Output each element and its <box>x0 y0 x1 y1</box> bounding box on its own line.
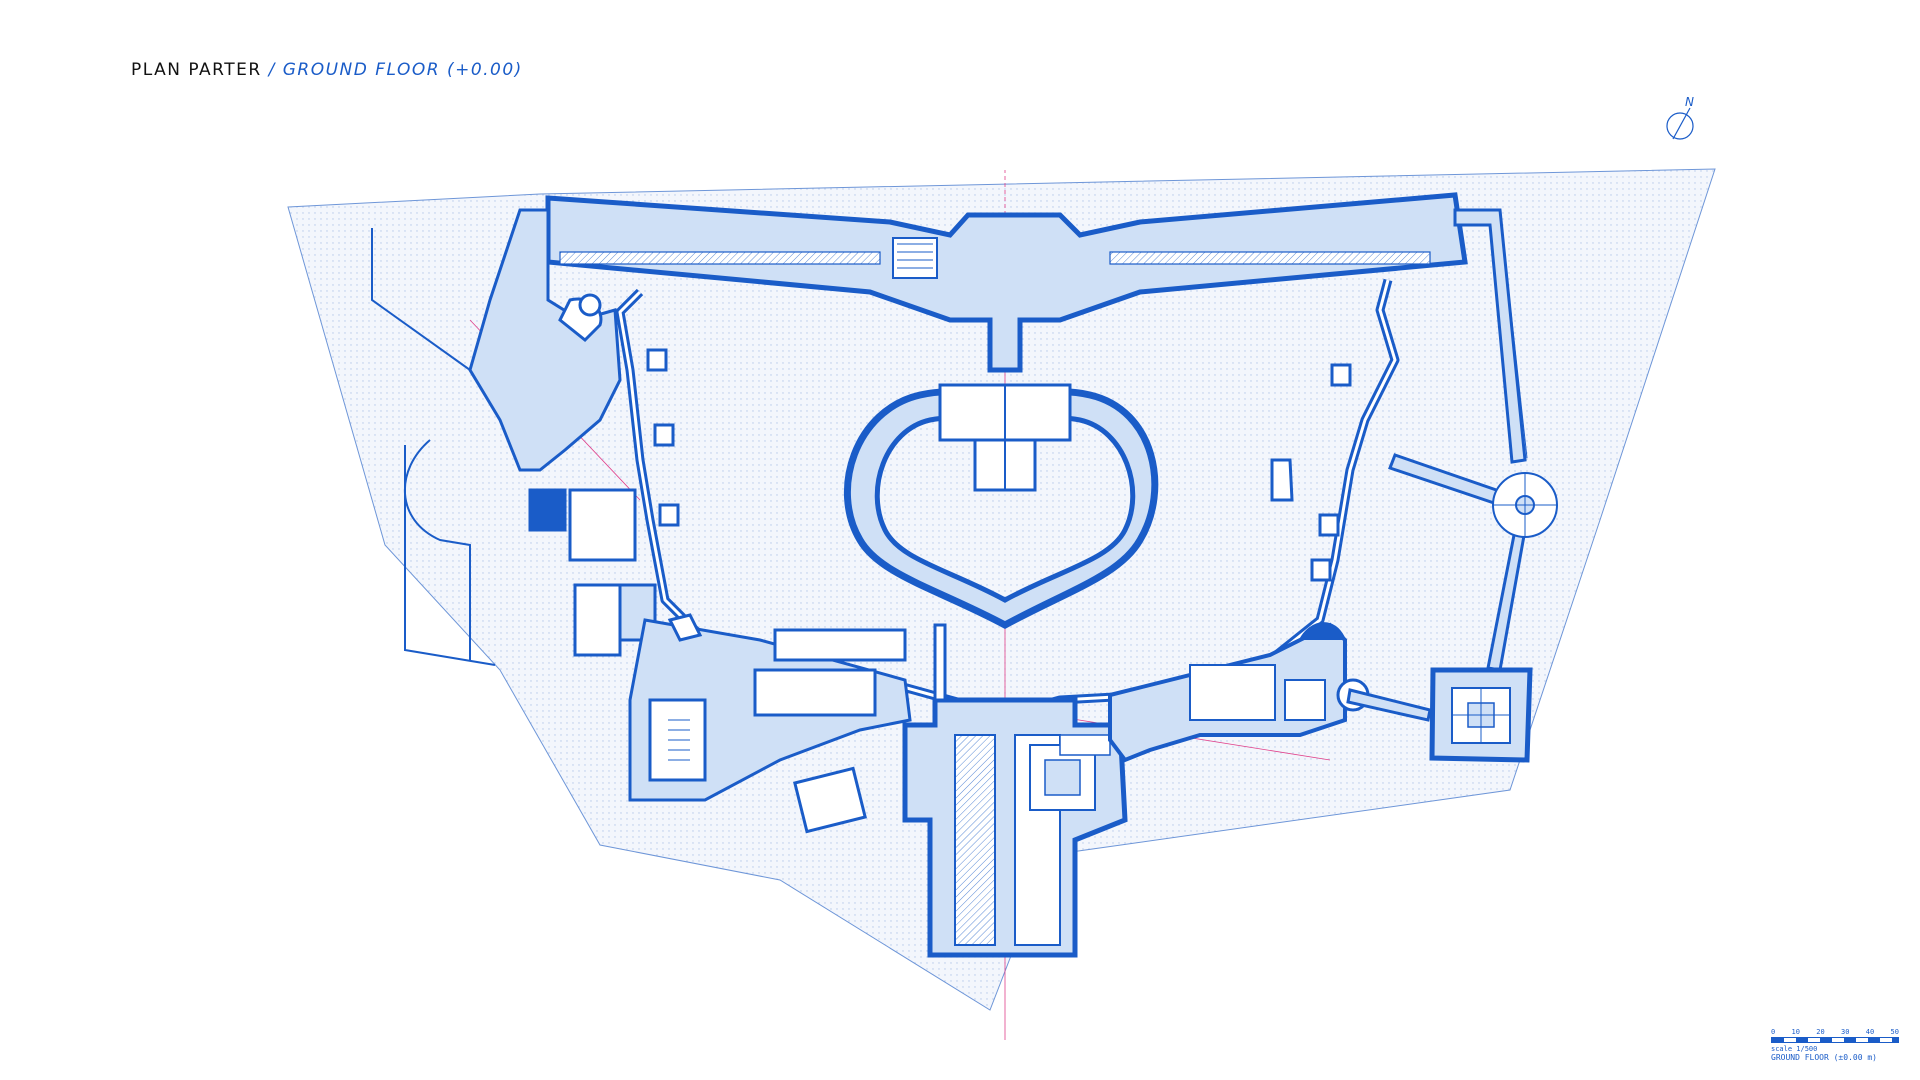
bridges <box>667 453 1507 722</box>
scale-tick: 10 <box>1791 1028 1800 1036</box>
scale-ticks: 0 10 20 30 40 50 <box>1771 1028 1899 1036</box>
scale-tick: 40 <box>1865 1028 1875 1036</box>
north-wing <box>545 192 1468 373</box>
round-tower <box>1492 472 1558 538</box>
north-wing-east-hall <box>1109 251 1431 265</box>
title-separator: / <box>268 60 276 80</box>
scale-tick: 20 <box>1816 1028 1825 1036</box>
title-subtitle: GROUND FLOOR (+0.00) <box>282 60 523 80</box>
square-pavilion <box>1429 667 1533 763</box>
west-pavilion <box>558 293 603 343</box>
drawing-title: PLAN PARTER / GROUND FLOOR (+0.00) <box>131 60 523 80</box>
heart-courtyard <box>843 383 1159 629</box>
south-wing <box>902 697 1128 958</box>
scale-caption: GROUND FLOOR (±0.00 m) <box>1771 1053 1877 1062</box>
scale-bar: 0 10 20 30 40 50 scale 1/500 GROUND FLOO… <box>1771 1028 1899 1062</box>
scale-bar-graphic <box>1771 1037 1899 1043</box>
scale-tick: 30 <box>1841 1028 1850 1036</box>
scale-label: scale 1/500 <box>1771 1045 1818 1053</box>
access-road <box>371 228 496 666</box>
north-arrow: N <box>1666 95 1694 140</box>
south-east-wing <box>1108 622 1370 763</box>
west-wing <box>468 208 657 657</box>
wall-buttresses <box>646 348 1352 582</box>
south-west-wing <box>628 618 912 834</box>
scale-tick: 50 <box>1890 1028 1899 1036</box>
north-label: N <box>1685 95 1694 109</box>
north-wing-west-hall <box>559 251 881 265</box>
scale-tick: 0 <box>1771 1028 1776 1036</box>
title-main: PLAN PARTER <box>131 60 262 80</box>
north-stair <box>892 237 938 279</box>
